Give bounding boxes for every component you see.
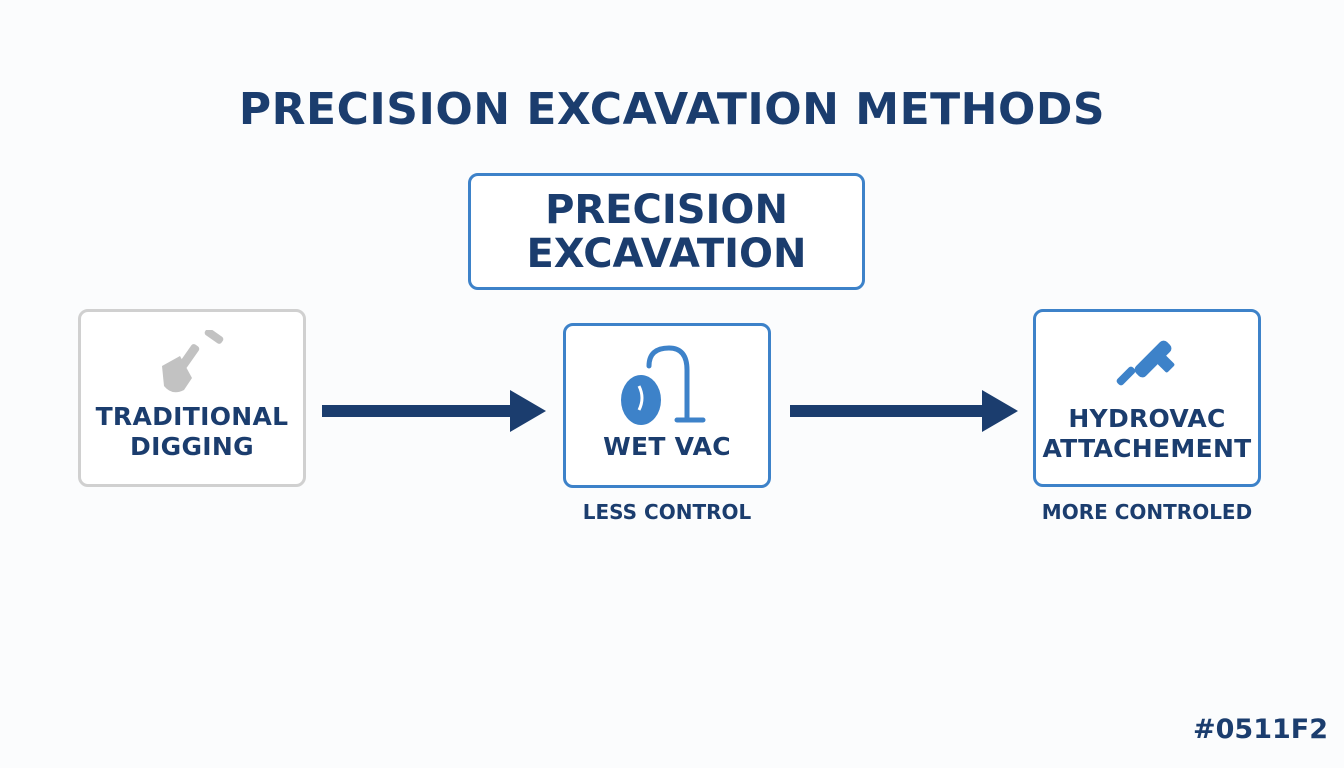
node-wet-vac-label: WET VAC (603, 432, 731, 461)
node-hydrovac-label-line-2: ATTACHEMENT (1042, 434, 1252, 463)
hydrovac-nozzle-icon (1116, 340, 1175, 386)
page-title: PRECISION EXCAVATION METHODS (238, 84, 1106, 135)
center-box-line-2: EXCAVATION (526, 230, 807, 277)
shovel-icon (162, 330, 224, 393)
arrow-wetvac-to-hydrovac (790, 390, 1018, 432)
caption-more-controled: MORE CONTROLED (1041, 500, 1253, 524)
center-box-precision-excavation: PRECISION EXCAVATION (468, 173, 865, 290)
node-traditional-digging: TRADITIONAL DIGGING (78, 309, 306, 487)
center-box-line-1: PRECISION (545, 186, 788, 233)
node-hydrovac-attachement: HYDROVAC ATTACHEMENT (1033, 309, 1261, 487)
footer-code: #0511F2 (1193, 714, 1328, 745)
node-traditional-label-line-2: DIGGING (130, 432, 254, 461)
arrow-traditional-to-wetvac (322, 390, 546, 432)
node-traditional-label-line-1: TRADITIONAL (95, 402, 289, 431)
caption-less-control: LESS CONTROL (582, 500, 752, 524)
node-hydrovac-label-line-1: HYDROVAC (1068, 404, 1226, 433)
vacuum-icon (621, 345, 706, 425)
node-wet-vac: WET VAC (563, 323, 771, 488)
